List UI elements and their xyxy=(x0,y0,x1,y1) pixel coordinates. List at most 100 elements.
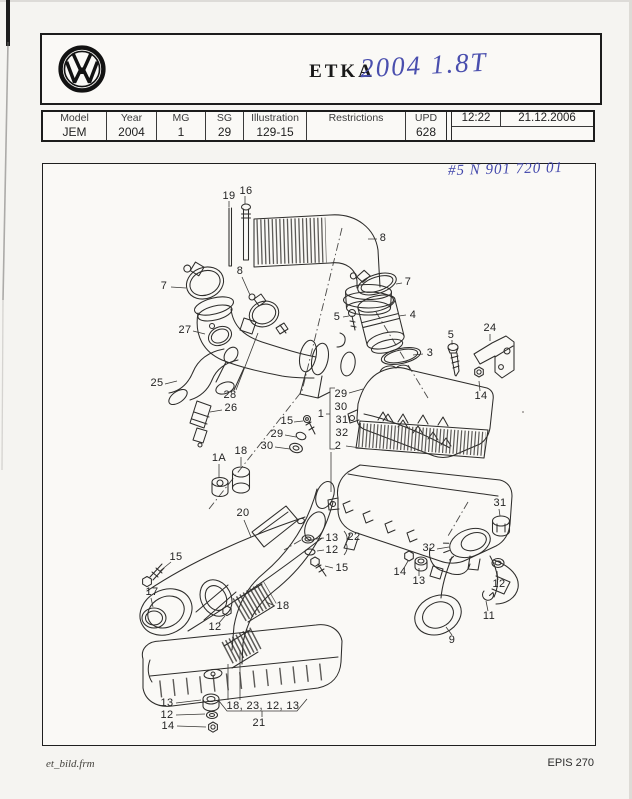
bushing-1a xyxy=(211,476,229,497)
part-callout-1A: 1A xyxy=(212,452,227,464)
bolt-15-left xyxy=(142,563,165,588)
col-restrictions-header: Restrictions xyxy=(328,112,384,124)
part-callout-18: 18 xyxy=(276,600,289,612)
col-sg-value: 29 xyxy=(217,125,232,139)
part-callout-32: 32 xyxy=(335,427,348,439)
part-callout-8: 8 xyxy=(380,232,387,244)
scan-streak-left xyxy=(1,0,10,471)
part-callout-5: 5 xyxy=(448,329,455,341)
header-box: ETKA 2004 1.8T xyxy=(40,33,602,105)
sensor-26 xyxy=(189,400,212,448)
o-ring-3 xyxy=(380,347,422,365)
part-callout-18: 18 xyxy=(234,445,247,457)
col-illustration: Illustration 129-15 xyxy=(244,112,307,140)
part-callout-15: 15 xyxy=(169,551,182,563)
bottom-group-brace xyxy=(218,650,308,717)
intake-snorkel-20 xyxy=(139,505,326,636)
part-callout-13: 13 xyxy=(412,575,425,587)
brace-22 xyxy=(343,530,348,556)
col-illustration-value: 129-15 xyxy=(256,125,294,139)
vw-logo xyxy=(58,45,106,93)
part-callout-3: 3 xyxy=(427,347,434,359)
part-callout-19: 19 xyxy=(222,190,235,202)
part-callout-28: 28 xyxy=(223,389,236,401)
timestamp-block: 12:22 21.12.2006 xyxy=(452,112,593,140)
col-sg: SG 29 xyxy=(206,112,244,140)
hose-clamp-left xyxy=(183,261,225,300)
print-date: 21.12.2006 xyxy=(518,112,576,124)
part-callout-15: 15 xyxy=(335,562,348,574)
table-double-separator xyxy=(446,112,452,140)
print-time: 12:22 xyxy=(452,112,501,126)
part-callout-14: 14 xyxy=(474,390,487,402)
part-callout-14: 14 xyxy=(161,720,174,732)
part-callout-7: 7 xyxy=(405,276,412,288)
pin-and-bolt xyxy=(228,203,252,267)
col-year-value: 2004 xyxy=(118,125,145,139)
part-callout-12: 12 xyxy=(160,709,173,721)
connector-hose xyxy=(275,322,356,399)
part-callout-5: 5 xyxy=(334,311,341,323)
group-bracket-1 xyxy=(326,387,369,492)
footer-page-ref: EPIS 270 xyxy=(547,757,594,769)
col-mg: MG 1 xyxy=(157,112,206,140)
part-callout-32: 32 xyxy=(422,542,435,554)
col-mg-header: MG xyxy=(172,112,190,124)
part-callout-9: 9 xyxy=(449,634,456,646)
part-callout-22: 22 xyxy=(347,531,360,543)
part-callout-11: 11 xyxy=(483,610,495,622)
part-callout-30: 30 xyxy=(260,440,273,452)
part-callout-31: 31 xyxy=(335,414,348,426)
screw-5 xyxy=(447,342,460,377)
col-restrictions: Restrictions xyxy=(307,112,406,140)
part-callout-8: 8 xyxy=(237,265,244,277)
part-callout-4: 4 xyxy=(410,309,417,321)
col-year-header: Year xyxy=(120,112,143,124)
part-callout-1: 1 xyxy=(318,408,325,420)
leader-lines xyxy=(150,196,501,728)
col-sg-header: SG xyxy=(216,112,233,124)
o-ring-17 xyxy=(141,607,167,629)
part-callout-13: 13 xyxy=(160,697,173,709)
col-upd-value: 628 xyxy=(415,125,437,139)
part-callout-29: 29 xyxy=(270,428,283,440)
part-callout-2: 2 xyxy=(335,440,342,452)
part-callout-15: 15 xyxy=(280,415,293,427)
part-callout-24: 24 xyxy=(483,322,496,334)
col-year: Year 2004 xyxy=(107,112,157,140)
bellows-hose xyxy=(253,214,395,316)
breather-hose-25 xyxy=(168,346,239,406)
part-callout-14: 14 xyxy=(393,566,406,578)
col-upd-header: UPD xyxy=(414,112,438,124)
part-callout-18-23-12-13: 18, 23, 12, 13 xyxy=(227,700,300,712)
part-callout-13: 13 xyxy=(325,532,338,544)
part-callout-12: 12 xyxy=(208,621,221,633)
part-callout-17: 17 xyxy=(145,586,158,598)
info-table: Model JEM Year 2004 MG 1 SG 29 Illustrat… xyxy=(41,110,595,142)
intake-duct-9 xyxy=(414,555,519,636)
small-clamp-27 xyxy=(207,322,233,347)
col-model-value: JEM xyxy=(62,125,87,139)
filter-element xyxy=(355,411,489,459)
part-callout-31: 31 xyxy=(493,497,506,509)
hose-clamp-28 xyxy=(248,293,280,328)
airbox-housing xyxy=(327,464,513,580)
col-upd: UPD 628 xyxy=(406,112,446,140)
part-callout-29: 29 xyxy=(334,388,347,400)
part-callout-21: 21 xyxy=(252,717,265,729)
bracket-24 xyxy=(473,335,515,379)
part-callout-12: 12 xyxy=(492,578,505,590)
part-callout-30: 30 xyxy=(334,401,347,413)
col-model-header: Model xyxy=(60,112,89,124)
part-callout-27: 27 xyxy=(178,324,191,336)
col-mg-value: 1 xyxy=(177,125,185,139)
maf-sensor xyxy=(336,294,405,354)
part-callout-25: 25 xyxy=(150,377,163,389)
part-callout-7: 7 xyxy=(161,280,168,292)
right-fasteners xyxy=(404,550,505,601)
scan-edge-top xyxy=(0,0,632,2)
cover-fastener-cluster xyxy=(289,414,316,454)
